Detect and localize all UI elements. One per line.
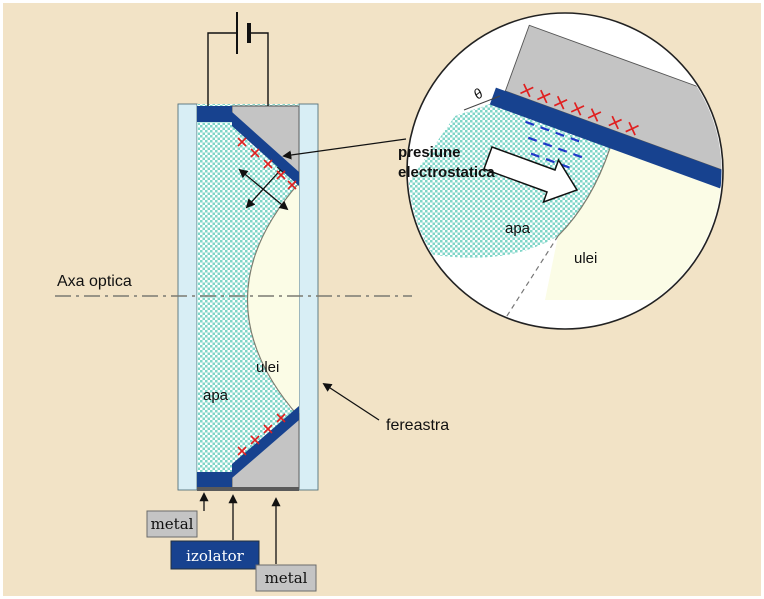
- inset-slab: [489, 24, 722, 189]
- right-window: [298, 103, 319, 491]
- contact-angle-tangent-line: [463, 95, 501, 111]
- optical-axis-label: Axa optica: [57, 273, 132, 290]
- battery-circuit: [207, 12, 269, 106]
- battery-wire-left: [207, 32, 236, 106]
- inset-meniscus-curve: [557, 147, 611, 237]
- left-window: [177, 103, 198, 491]
- layer-callouts: metal izolator metal: [146, 492, 317, 592]
- inset-oil-region: [545, 148, 722, 300]
- battery-wire-right: [250, 32, 269, 106]
- window-arrow: [322, 383, 380, 421]
- inset-magnifier: presiune electrostatica apa ulei θ: [398, 12, 724, 330]
- metal-box-left: [146, 510, 198, 538]
- window-label: fereastra: [386, 417, 449, 434]
- inset-metal: [504, 24, 722, 173]
- inset-water-label: apa: [505, 220, 531, 237]
- inset-negative-charges: [525, 120, 583, 169]
- bottom-positive-charges: [237, 413, 286, 456]
- optical-axis: Axa optica: [55, 273, 412, 297]
- pressure-label-line1: presiune: [398, 144, 461, 161]
- bottom-metal-film: [197, 487, 299, 491]
- electrostatic-pressure-arrow: [483, 146, 579, 204]
- inset-content: [408, 24, 722, 328]
- inset-oil-label: ulei: [574, 250, 597, 267]
- lens-cell: [177, 103, 319, 491]
- meniscus-curve: [247, 182, 300, 418]
- metal-box-right: [255, 564, 317, 592]
- inset-meniscus-dashed-line: [497, 235, 559, 328]
- bottom-insulator-band: [232, 406, 299, 478]
- inset-pointer-arrow: [282, 138, 407, 160]
- pressure-label-line2: electrostatica: [398, 164, 495, 181]
- top-positive-charges: [237, 137, 297, 190]
- metal-label-left: metal: [151, 515, 194, 533]
- bottom-electrode: [197, 406, 300, 491]
- inset-water-region: [408, 104, 610, 258]
- inset-insulator-band: [489, 87, 722, 189]
- oil-label: ulei: [256, 359, 279, 376]
- top-electrode: [197, 105, 300, 190]
- water-label: apa: [203, 387, 229, 404]
- insulator-box: [170, 540, 260, 570]
- top-insulator-strip: [197, 106, 232, 122]
- inset-positive-charges: [520, 83, 639, 136]
- insulator-label: izolator: [186, 547, 245, 565]
- top-insulator-band: [232, 112, 299, 186]
- metal-label-right: metal: [265, 569, 308, 587]
- window-callout: fereastra: [322, 383, 449, 434]
- bottom-insulator-strip: [197, 472, 232, 488]
